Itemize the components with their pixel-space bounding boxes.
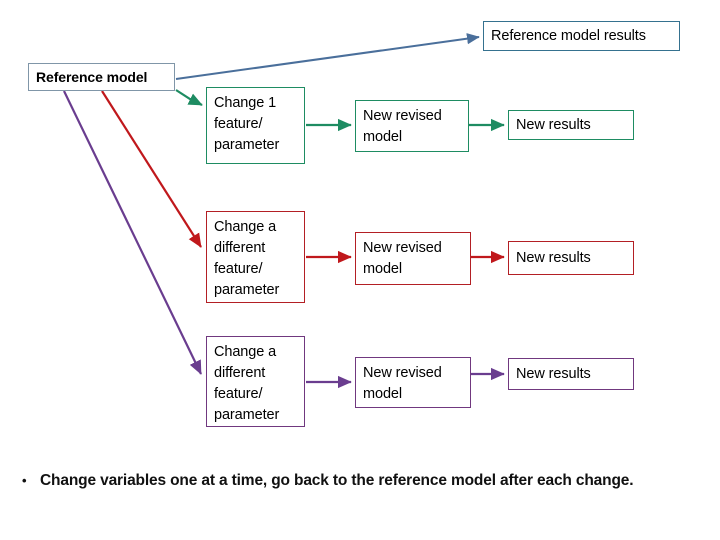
connector-reference-to-results (175, 33, 480, 80)
box-change-1-feature[interactable]: Change 1 feature/ parameter (206, 87, 305, 164)
box-new-revised-model-3[interactable]: New revised model (355, 357, 471, 408)
box-change-different-feature-2[interactable]: Change a different feature/ parameter (206, 211, 305, 303)
bullet-list: • Change variables one at a time, go bac… (22, 466, 690, 495)
bullet-text: Change variables one at a time, go back … (40, 472, 634, 489)
box-reference-model[interactable]: Reference model (28, 63, 175, 91)
box-new-revised-model-2[interactable]: New revised model (355, 232, 471, 285)
box-new-results-1[interactable]: New results (508, 110, 634, 140)
box-new-results-2[interactable]: New results (508, 241, 634, 275)
box-reference-model-results[interactable]: Reference model results (483, 21, 680, 51)
bullet-marker: • (22, 473, 27, 488)
box-change-different-feature-3[interactable]: Change a different feature/ parameter (206, 336, 305, 427)
connector-reference-to-change-3 (63, 90, 202, 375)
connector-reference-to-change-1 (175, 89, 203, 106)
box-new-revised-model-1[interactable]: New revised model (355, 100, 469, 152)
box-new-results-3[interactable]: New results (508, 358, 634, 390)
connector-reference-to-change-2 (101, 90, 202, 248)
